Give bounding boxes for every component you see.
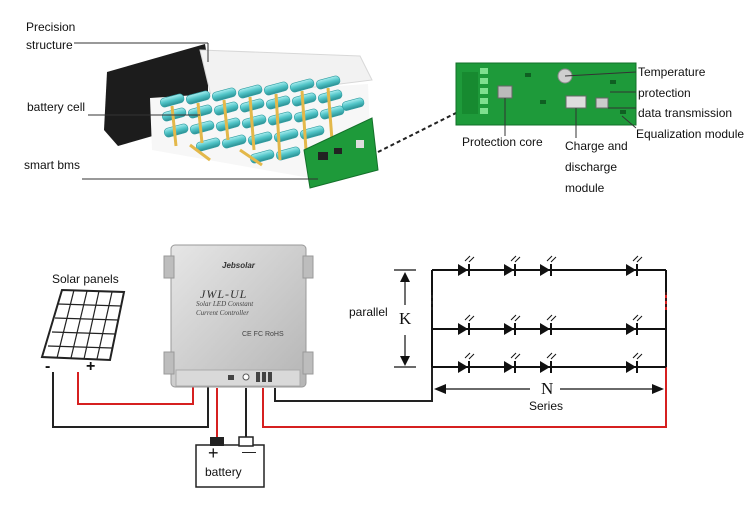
label-parallel: parallel — [349, 305, 388, 319]
battery-terminal-negative — [238, 436, 254, 447]
wire-panel-negative — [52, 372, 209, 428]
wires — [52, 270, 667, 445]
battery-cells — [159, 75, 365, 167]
label-battery: battery — [205, 465, 242, 479]
battery-box — [195, 436, 265, 488]
label-battery-cell: battery cell — [27, 100, 86, 114]
led-diode — [504, 255, 521, 276]
pack-bms-chip — [318, 152, 328, 160]
label-panel-plus: + — [86, 358, 96, 375]
protection-core-chip — [497, 85, 513, 99]
label-temperature-protection: Temperature protection — [638, 65, 706, 100]
zoom-connector — [377, 107, 467, 153]
label-precision-structure: Precision structure — [26, 20, 76, 52]
label-battery-plus: + — [208, 443, 219, 463]
controller-body — [170, 244, 307, 388]
callout-temp — [564, 71, 637, 77]
led-diode — [458, 352, 475, 373]
led-diode — [626, 352, 643, 373]
controller — [163, 244, 314, 388]
pack-shell — [199, 49, 373, 101]
controller-cert-marks: CE FC RoHS — [242, 331, 284, 338]
label-charge-discharge-module: Charge and discharge module — [565, 139, 628, 195]
label-equalization-module: Equalization module — [636, 127, 745, 141]
led-diode — [504, 352, 521, 373]
controller-model: JWL-UL — [200, 287, 248, 301]
wire-panel-positive — [77, 372, 194, 405]
label-panel-minus: - — [45, 358, 51, 375]
led-diode — [504, 314, 521, 335]
controller-line1: Solar LED Constant — [196, 300, 254, 308]
led-diode — [540, 314, 557, 335]
led-diode — [540, 255, 557, 276]
wire-load-positive — [262, 270, 667, 428]
led-diode — [458, 255, 475, 276]
led-array — [394, 269, 667, 394]
label-smart-bms: smart bms — [24, 158, 81, 172]
battery-terminal-positive — [210, 437, 224, 446]
charge-discharge-connector — [565, 95, 587, 109]
callout-equalization — [621, 115, 637, 129]
controller-line2: Current Controller — [196, 309, 249, 317]
led-diode — [626, 255, 643, 276]
battery-pack — [74, 42, 467, 189]
led-diode — [626, 314, 643, 335]
label-battery-minus: — — [242, 443, 256, 459]
controller-brand: Jebsolar — [222, 261, 255, 270]
bms-pcb — [455, 62, 637, 138]
label-series: Series — [529, 399, 564, 413]
solar-panel — [40, 288, 126, 362]
led-diode — [540, 352, 557, 373]
label-solar-panels: Solar panels — [52, 272, 119, 286]
label-k: K — [399, 309, 412, 328]
label-n: N — [541, 379, 554, 398]
controller-terminal-strip — [175, 369, 301, 387]
led-diodes — [458, 255, 643, 373]
led-diode — [458, 314, 475, 335]
label-protection-core: Protection core — [462, 135, 543, 149]
label-data-transmission: data transmission — [638, 106, 733, 120]
